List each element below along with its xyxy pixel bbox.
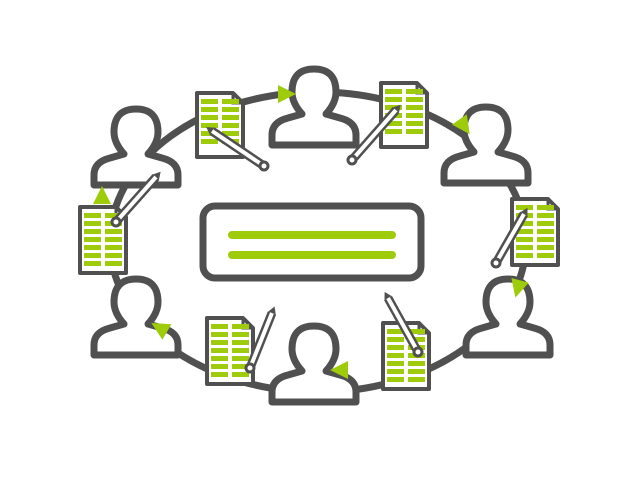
flow-arrow-icon: [452, 114, 470, 135]
document-cell: [84, 229, 101, 234]
document-cell: [211, 364, 228, 369]
spreadsheet-document-icon: [195, 91, 245, 159]
document-cell: [537, 221, 554, 226]
document-cell: [105, 229, 122, 234]
document-cell: [516, 253, 533, 258]
person-icon: [462, 275, 554, 359]
flow-arrow-icon: [511, 277, 529, 298]
document-cell: [387, 361, 404, 366]
document-cell: [84, 213, 101, 218]
document-cell: [105, 213, 122, 218]
central-shared-document: [199, 202, 425, 282]
document-cell: [201, 139, 218, 144]
document-cell: [232, 332, 249, 337]
document-cell: [406, 113, 423, 118]
document-cell: [385, 97, 402, 102]
document-cell: [84, 253, 101, 258]
document-cell: [385, 129, 402, 134]
document-cell: [408, 369, 425, 374]
document-cell: [385, 121, 402, 126]
document-cell: [387, 353, 404, 358]
shared-document-icon: [199, 202, 425, 282]
flow-arrow-icon: [151, 323, 172, 340]
document-cell: [84, 261, 101, 266]
document-cell: [387, 377, 404, 382]
document-cell: [105, 261, 122, 266]
document-cell: [516, 245, 533, 250]
document-cell: [211, 332, 228, 337]
document-cell: [537, 237, 554, 242]
document-cell: [201, 99, 218, 104]
pencil-icon: [206, 127, 270, 172]
document-cell: [537, 213, 554, 218]
document-cell: [84, 221, 101, 226]
spreadsheet-document-icon: [510, 197, 560, 267]
arrows-group: [93, 85, 529, 379]
document-cell: [387, 329, 404, 334]
document-cell: [201, 123, 218, 128]
flow-arrow-icon: [278, 85, 296, 103]
document-cell: [406, 89, 423, 94]
document-cell: [222, 115, 239, 120]
document-cell: [105, 237, 122, 242]
document-cell: [84, 237, 101, 242]
pencil-icon: [490, 207, 528, 269]
document-cell: [516, 221, 533, 226]
spreadsheet-document-icon: [381, 321, 431, 391]
pencil-icon: [244, 306, 277, 374]
document-cell: [232, 372, 249, 377]
pencil-icon: [346, 104, 401, 166]
document-cell: [232, 364, 249, 369]
document-cell: [232, 348, 249, 353]
document-cell: [211, 356, 228, 361]
document-cell: [537, 253, 554, 258]
document-cell: [201, 107, 218, 112]
document-cell: [387, 337, 404, 342]
document-cell: [406, 105, 423, 110]
document-cell: [211, 324, 228, 329]
document-cell: [222, 123, 239, 128]
document-cell: [222, 107, 239, 112]
document-cell: [232, 356, 249, 361]
document-cell: [406, 121, 423, 126]
pencil-icon: [384, 291, 424, 358]
document-cell: [387, 345, 404, 350]
person-icon: [90, 105, 182, 189]
document-cell: [406, 97, 423, 102]
pencil-icon: [110, 171, 161, 228]
people-group: [90, 65, 554, 406]
person-icon: [268, 65, 360, 149]
document-cell: [211, 348, 228, 353]
document-cell: [408, 337, 425, 342]
person-icon: [440, 103, 532, 187]
flow-arrow-icon: [93, 186, 111, 204]
document-cell: [232, 324, 249, 329]
document-cell: [537, 245, 554, 250]
documents-group: [78, 81, 560, 391]
document-cell: [105, 253, 122, 258]
document-cell: [537, 205, 554, 210]
document-cell: [201, 115, 218, 120]
document-cell: [385, 89, 402, 94]
document-cell: [211, 340, 228, 345]
document-cell: [516, 229, 533, 234]
document-cell: [222, 131, 239, 136]
document-cell: [232, 340, 249, 345]
document-cell: [105, 245, 122, 250]
document-cell: [516, 237, 533, 242]
document-cell: [408, 329, 425, 334]
document-cell: [408, 377, 425, 382]
document-cell: [222, 99, 239, 104]
document-cell: [408, 361, 425, 366]
flow-arrow-icon: [330, 361, 348, 379]
document-cell: [211, 372, 228, 377]
spreadsheet-document-icon: [205, 316, 255, 386]
document-cell: [84, 245, 101, 250]
document-cell: [387, 369, 404, 374]
document-cell: [537, 229, 554, 234]
document-cell: [516, 205, 533, 210]
document-cell: [406, 129, 423, 134]
person-icon: [90, 275, 182, 359]
